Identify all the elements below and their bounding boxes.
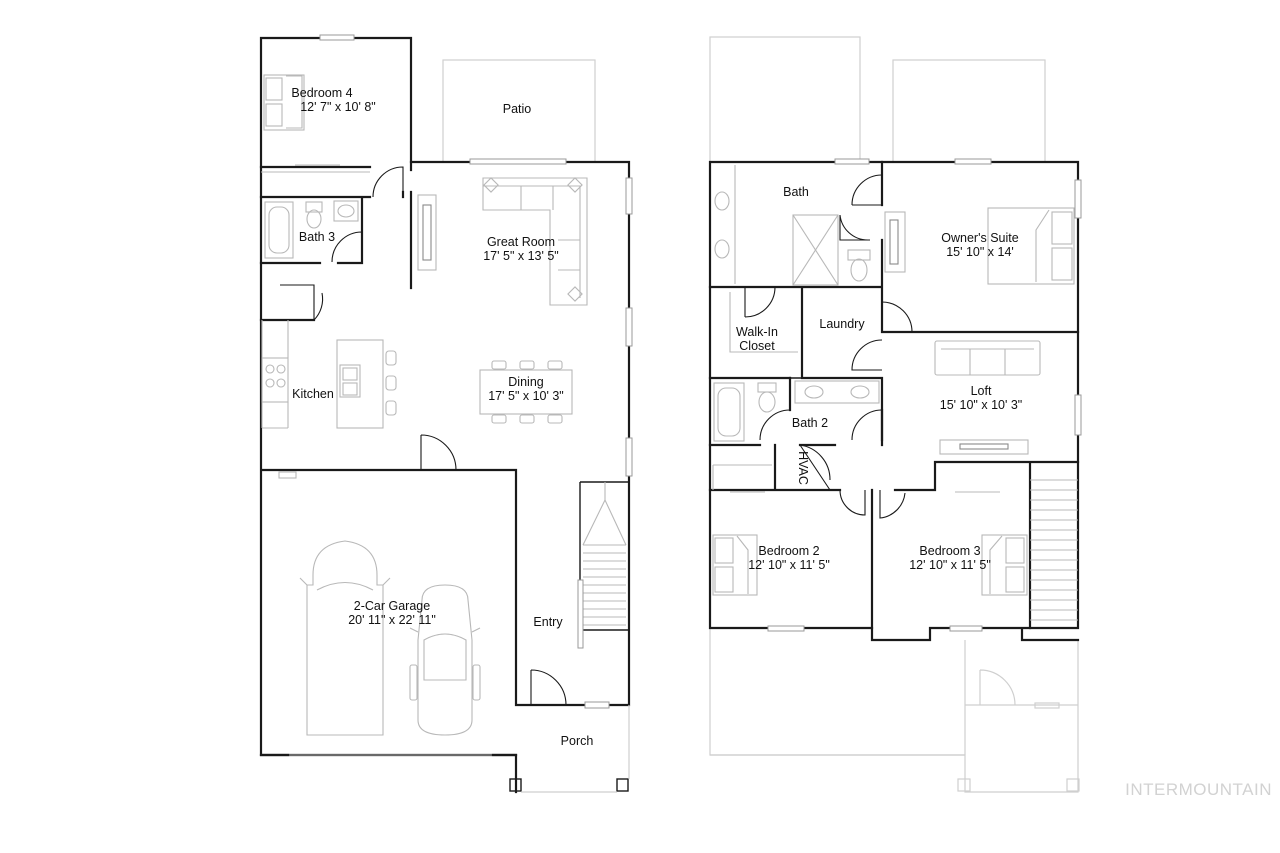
owners-suite-bed: [987, 207, 1075, 285]
porch-post-left: [509, 778, 522, 792]
walk-in-closet-label-line2: Closet: [739, 339, 775, 353]
bath2-walls: [788, 376, 884, 442]
loft-sofa: [934, 340, 1041, 376]
bath3-door: [331, 231, 363, 263]
fireplace-firebox: [422, 204, 432, 261]
first-floor-exterior-wall: [259, 36, 631, 794]
bedroom2-bed: [712, 534, 758, 596]
loft-label: Loft: [971, 384, 992, 398]
laundry-door: [851, 339, 883, 371]
dining-size: 17' 5" x 10' 3": [488, 389, 564, 403]
stair-enclosure: [579, 481, 629, 631]
bath3-fixtures: [264, 200, 359, 259]
loft-size: 15' 10" x 10' 3": [940, 398, 1022, 412]
bedroom3-door: [879, 490, 906, 519]
garage-label: 2-Car Garage: [354, 599, 430, 613]
bedroom2-door: [839, 489, 866, 516]
laundry-label: Laundry: [819, 317, 865, 331]
garage-water-heater: [278, 471, 297, 479]
porch-post-right: [616, 778, 629, 792]
kitchen-island: [336, 339, 397, 429]
owners-suite-size: 15' 10" x 14': [946, 245, 1014, 259]
porch-label: Porch: [561, 734, 594, 748]
second-floor-ghost-footprint: [709, 36, 1080, 793]
owners-suite-tv: [889, 219, 899, 265]
first-floor-plan: Bedroom 4 12' 7" x 10' 8" Patio Bath 3 G…: [259, 34, 633, 794]
dining-table: [479, 360, 573, 424]
second-floor-plan: Bath Owner's Suite 15' 10" x 14' Walk-In…: [708, 36, 1082, 793]
owners-suite-label: Owner's Suite: [941, 231, 1018, 245]
bedroom4-door: [372, 166, 404, 198]
bath2-label: Bath 2: [792, 416, 828, 430]
great-room-size: 17' 5" x 13' 5": [483, 249, 559, 263]
stair-treads: [582, 482, 627, 626]
bedroom2-label: Bedroom 2: [758, 544, 819, 558]
bedroom3-bed: [981, 534, 1028, 596]
loft-media-console: [939, 439, 1029, 455]
first-floor-interior-walls: [259, 160, 413, 322]
dining-label: Dining: [508, 375, 543, 389]
dining-window-lower: [625, 437, 633, 477]
closet-shelving: [729, 292, 798, 353]
great-room-slider: [469, 158, 567, 165]
bath2-fixtures: [713, 380, 880, 442]
front-door: [530, 669, 567, 706]
garage-van: [299, 540, 391, 736]
owners-suite-window-top: [954, 158, 992, 165]
great-room-label: Great Room: [487, 235, 555, 249]
bedroom4-bed: [263, 74, 305, 131]
owners-suite-dresser: [884, 211, 906, 273]
closet-door: [744, 286, 776, 318]
bath2-door-left: [759, 409, 791, 441]
dining-window-upper: [625, 307, 633, 347]
entry-label: Entry: [533, 615, 563, 629]
walk-in-closet-label-line1: Walk-In: [736, 325, 778, 339]
entry-window: [584, 701, 610, 709]
bedroom2-size: 12' 10" x 11' 5": [748, 558, 830, 572]
patio-label: Patio: [503, 102, 532, 116]
garage-size: 20' 11" x 22' 11": [348, 613, 436, 627]
owners-suite-door: [881, 301, 913, 333]
bath-window: [834, 158, 870, 165]
bedroom4-size: 12' 7" x 10' 8": [300, 100, 376, 114]
entry-sidelight: [577, 579, 584, 649]
bath2-door-right: [851, 409, 883, 441]
bedroom3-size: 12' 10" x 11' 5": [909, 558, 991, 572]
great-room-sectional: [482, 177, 588, 306]
hvac-label: HVAC: [796, 451, 810, 485]
bath-label: Bath: [783, 185, 809, 199]
bedroom2-window: [767, 625, 805, 632]
shower-door: [839, 214, 870, 241]
loft-window: [1074, 394, 1082, 436]
kitchen-label: Kitchen: [292, 387, 334, 401]
pantry-door: [280, 284, 324, 321]
upper-stairs: [1030, 479, 1078, 621]
owners-bath-fixtures: [714, 165, 871, 286]
great-room-window: [625, 177, 633, 215]
hvac-door: [799, 444, 831, 491]
bath3-label: Bath 3: [299, 230, 335, 244]
watermark: INTERMOUNTAIN: [1125, 780, 1272, 799]
garage-car: [409, 584, 481, 736]
bedroom4-window: [319, 34, 355, 41]
bedroom4-label: Bedroom 4: [291, 86, 352, 100]
owners-bath-door: [851, 174, 883, 206]
second-floor-exterior-wall: [708, 160, 1080, 642]
loft-tv: [959, 443, 1009, 450]
bedroom3-label: Bedroom 3: [919, 544, 980, 558]
linen-shelf: [712, 464, 772, 490]
kitchen-counters: [261, 320, 289, 429]
garage-door: [420, 434, 457, 471]
bedroom3-window: [949, 625, 983, 632]
fireplace: [417, 194, 437, 271]
owners-suite-window-side: [1074, 179, 1082, 219]
